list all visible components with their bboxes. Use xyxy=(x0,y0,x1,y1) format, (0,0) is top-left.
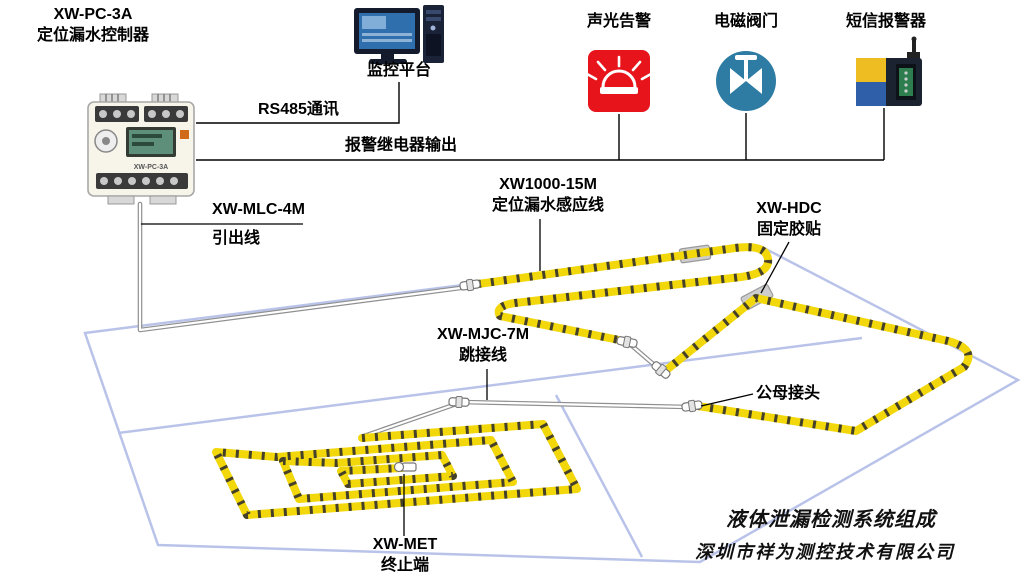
label-lead-wire-model: XW-MLC-4M xyxy=(212,201,305,218)
label-controller: XW-PC-3A 定位漏水控制器 xyxy=(2,5,184,47)
label-lead-wire-desc: 引出线 xyxy=(212,230,261,247)
valve-icon xyxy=(716,51,776,111)
alarm-icon xyxy=(585,50,653,112)
label-connector: 公母接头 xyxy=(756,385,821,402)
sms-alarm-icon xyxy=(856,36,922,106)
leader-lines xyxy=(141,219,790,536)
signal-wires xyxy=(196,82,885,161)
label-fixing-pad: XW-HDC 固定胶贴 xyxy=(744,199,834,241)
connector-icon xyxy=(459,278,481,292)
sensing-cables xyxy=(212,243,973,519)
label-terminator: XW-MET 终止端 xyxy=(360,535,450,577)
label-fixing-pad-model: XW-HDC xyxy=(756,200,822,217)
label-sensing-cable: XW1000-15M 定位漏水感应线 xyxy=(468,175,628,217)
label-sound-light-alarm: 声光告警 xyxy=(586,13,651,30)
connector-icon xyxy=(448,395,470,409)
label-rs485: RS485通讯 xyxy=(258,101,339,118)
label-controller-model: XW-PC-3A xyxy=(53,6,133,23)
label-solenoid-valve: 电磁阀门 xyxy=(713,13,778,30)
monitor-icon xyxy=(354,5,444,64)
label-sensing-cable-desc: 定位漏水感应线 xyxy=(491,196,604,214)
label-monitor-platform: 监控平台 xyxy=(366,62,431,79)
connector-icon xyxy=(651,361,671,379)
device-model-text: XW-PC-3A xyxy=(134,164,168,171)
label-terminator-model: XW-MET xyxy=(372,536,438,553)
termination-end-icon xyxy=(393,461,417,473)
footer-company: 深圳市祥为测控技术有限公司 xyxy=(695,542,955,562)
label-controller-desc: 定位漏水控制器 xyxy=(36,26,149,44)
label-jumper-cable-model: XW-MJC-7M xyxy=(436,326,530,343)
lead-wire xyxy=(137,201,471,333)
label-relay-output: 报警继电器输出 xyxy=(345,137,458,154)
label-sensing-cable-model: XW1000-15M xyxy=(499,176,597,193)
cable-connectors xyxy=(448,278,703,413)
connector-icon xyxy=(681,399,703,413)
footer-title: 液体泄漏检测系统组成 xyxy=(726,509,936,531)
label-jumper-cable: XW-MJC-7M 跳接线 xyxy=(430,325,536,367)
label-jumper-cable-desc: 跳接线 xyxy=(458,346,507,364)
connector-icon xyxy=(616,335,638,349)
controller-device: XW-PC-3A xyxy=(87,93,195,205)
label-terminator-desc: 终止端 xyxy=(380,556,429,574)
label-sms-alarm: 短信报警器 xyxy=(845,13,926,30)
label-fixing-pad-desc: 固定胶贴 xyxy=(756,220,821,238)
